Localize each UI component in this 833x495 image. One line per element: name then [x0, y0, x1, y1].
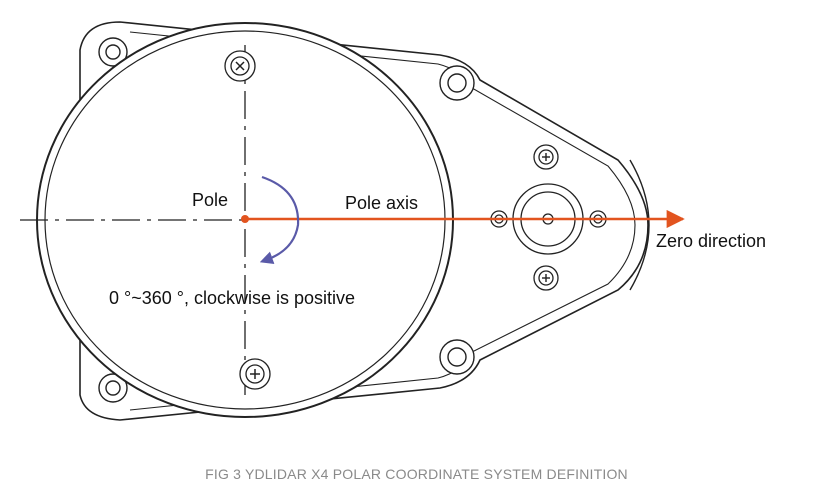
mount-lug-top-left — [98, 37, 128, 67]
rotation-note-label: 0 °~360 °, clockwise is positive — [109, 288, 356, 308]
pole-point — [241, 215, 249, 223]
mount-hole-bottom-right — [439, 339, 475, 375]
screw-plus-icon — [250, 369, 260, 379]
mount-hole-icon — [447, 73, 467, 93]
screw-plus-icon — [542, 153, 550, 161]
mount-hole-icon — [105, 44, 121, 60]
pole-label: Pole — [192, 190, 229, 210]
rotation-arrow-icon — [259, 175, 300, 264]
pole-axis-label: Pole axis — [345, 193, 419, 213]
zero-direction-label: Zero direction — [656, 231, 767, 251]
mount-hole-icon — [105, 380, 121, 396]
mount-hole-icon — [447, 347, 467, 367]
figure-caption: FIG 3 YDLIDAR X4 POLAR COORDINATE SYSTEM… — [205, 466, 628, 482]
screw-x-icon — [235, 61, 245, 71]
motor-housing-edge — [629, 159, 650, 291]
screw-top — [224, 50, 256, 82]
screw-plus-icon — [542, 274, 550, 282]
mount-lug-bottom-left — [98, 373, 128, 403]
screw-right-bottom — [533, 265, 559, 291]
screw-bottom — [239, 358, 271, 390]
mount-hole-top-right — [439, 65, 475, 101]
screw-right-top — [533, 144, 559, 170]
